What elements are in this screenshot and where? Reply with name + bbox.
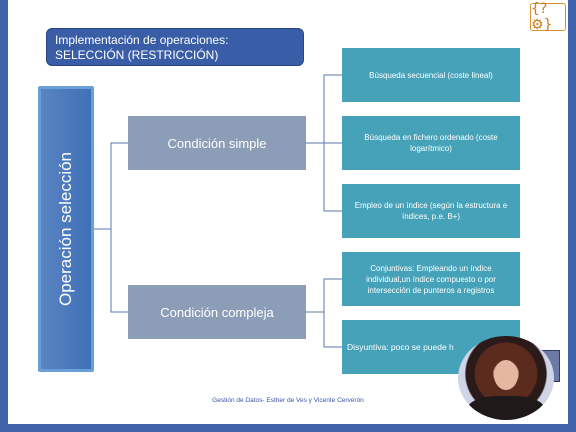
presenter-shirt bbox=[468, 396, 544, 420]
leaf-text: Búsqueda secuencial (coste lineal) bbox=[369, 70, 493, 80]
connector-root-simple bbox=[94, 142, 128, 230]
leaf-text: Búsqueda en fichero ordenado (coste loga… bbox=[364, 133, 498, 153]
connector-root-compleja bbox=[110, 229, 128, 313]
root-node: Operación selección bbox=[38, 86, 94, 372]
slide-title-line2: SELECCIÓN (RESTRICCIÓN) bbox=[55, 48, 219, 62]
slide-title: Implementación de operaciones: SELECCIÓN… bbox=[46, 28, 304, 66]
branch-label: Condición compleja bbox=[160, 304, 274, 320]
logo-text: {?⚙} bbox=[531, 1, 553, 33]
leaf-empleo-indice: Empleo de un índice (según la estructura… bbox=[342, 184, 520, 238]
leaf-conjuntivas: Conjuntivas: Empleando un índice individ… bbox=[342, 252, 520, 306]
slide-title-line1: Implementación de operaciones: bbox=[55, 33, 229, 47]
branch-condicion-simple: Condición simple bbox=[128, 116, 306, 170]
leaf-busqueda-fichero-ordenado: Búsqueda en fichero ordenado (coste loga… bbox=[342, 116, 520, 170]
root-node-label: Operación selección bbox=[56, 151, 75, 307]
logo-icon: {?⚙} bbox=[530, 1, 566, 33]
branch-label: Condición simple bbox=[167, 135, 267, 151]
connector-lines bbox=[94, 74, 342, 348]
leaf-text: Conjuntivas: Empleando un índice individ… bbox=[366, 263, 496, 295]
presenter-face bbox=[494, 360, 518, 390]
slide: Implementación de operaciones: SELECCIÓN… bbox=[8, 0, 568, 424]
connector-compleja-leaf5 bbox=[323, 312, 342, 348]
connector-compleja-leaf4 bbox=[306, 278, 342, 313]
leaf-busqueda-secuencial: Búsqueda secuencial (coste lineal) bbox=[342, 48, 520, 102]
leaf-text: Empleo de un índice (según la estructura… bbox=[354, 201, 508, 221]
presenter-video-overlay bbox=[458, 336, 554, 420]
branch-condicion-compleja: Condición compleja bbox=[128, 285, 306, 339]
connector-simple-leaf1 bbox=[306, 74, 342, 144]
connector-simple-leaf3 bbox=[323, 143, 342, 212]
slide-footer: Gestión de Datos- Esther de Ves y Vicent… bbox=[212, 397, 364, 404]
leaf-text: Disyuntiva: poco se puede h bbox=[347, 341, 454, 352]
